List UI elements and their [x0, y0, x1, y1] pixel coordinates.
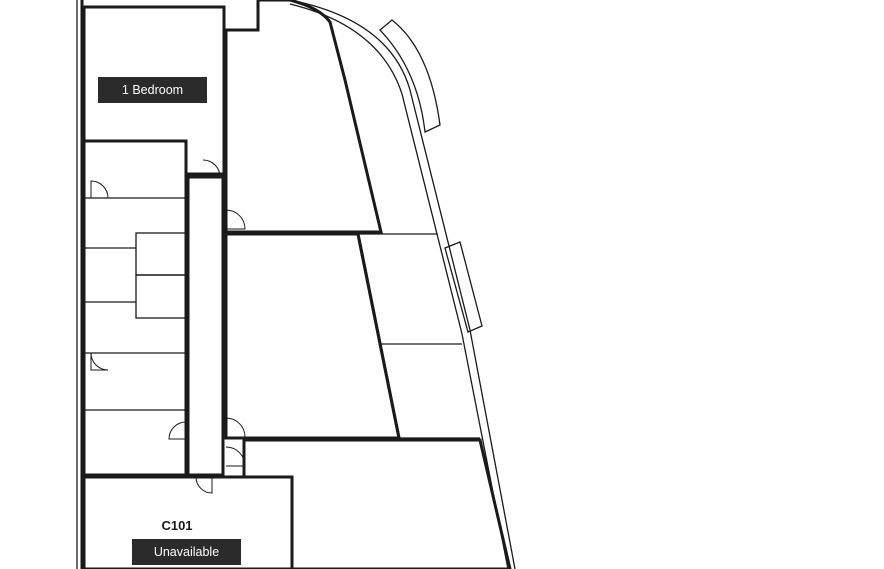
amenity-room-middle[interactable]: [224, 232, 401, 440]
amenity-room-bottom[interactable]: [242, 438, 512, 569]
unit-c101-shape[interactable]: [82, 475, 294, 569]
curved-facade-inner: [289, 3, 509, 569]
balcony-top: [379, 19, 441, 133]
storage-rooms: [82, 139, 188, 477]
balcony-middle: [444, 241, 483, 333]
door-swings: [90, 159, 246, 494]
unit-c105-label[interactable]: C105: [128, 55, 160, 70]
terrace-edge: [356, 233, 401, 439]
corridor: [186, 175, 225, 477]
amenity-room-top[interactable]: [224, 0, 383, 234]
curved-facade-outer: [289, 0, 516, 569]
unit-c101-label[interactable]: C101: [161, 518, 193, 533]
unit-c105-status-tag[interactable]: 1 Bedroom: [98, 77, 207, 103]
unit-c101-status-tag[interactable]: Unavailable: [132, 539, 241, 565]
